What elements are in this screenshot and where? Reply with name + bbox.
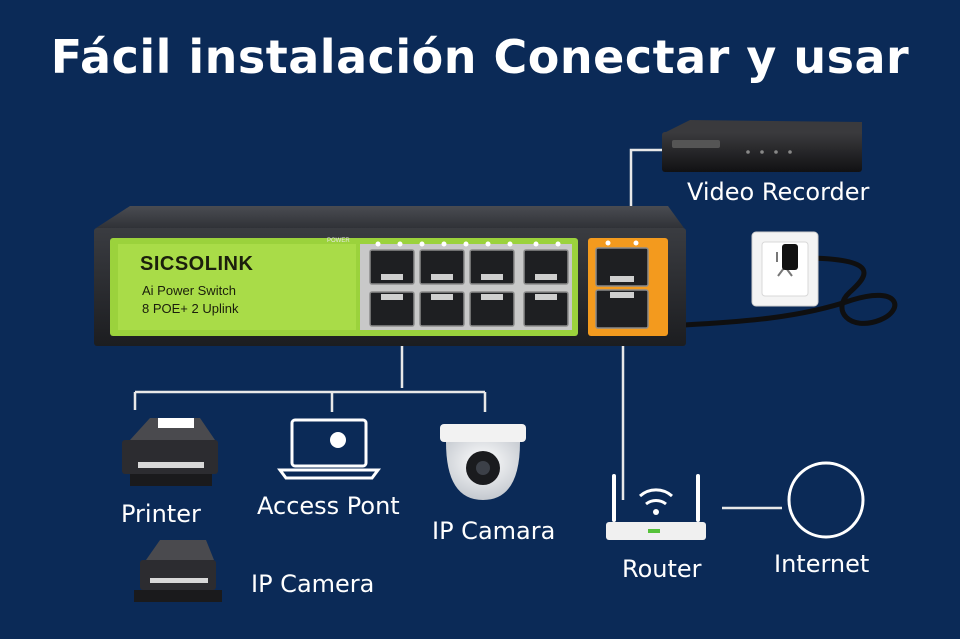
internet-globe-icon [787,461,865,539]
label-printer: Printer [121,500,201,528]
label-ip-camera: IP Camera [251,570,375,598]
switch-power-label: POWER [327,238,350,244]
switch-model-line2: 8 POE+ 2 Uplink [142,301,239,316]
label-router: Router [622,555,702,583]
poe-ports [369,249,569,327]
dome-camera-icon [440,424,526,500]
switch-brand: SICSOLINK [140,253,254,275]
printer-icon-2 [134,540,222,602]
label-internet: Internet [774,550,870,578]
poe-switch [94,206,686,346]
label-video-recorder: Video Recorder [687,178,870,206]
label-ip-camara: IP Camara [432,517,556,545]
power-cable [683,255,898,328]
power-outlet-icon [751,231,819,307]
switch-model-line1: Ai Power Switch [142,283,236,298]
laptop-icon [277,418,381,480]
router-icon [606,474,706,540]
page-title: Fácil instalación Conectar y usar [50,30,910,84]
printer-icon [122,418,218,486]
label-access-point: Access Pont [257,492,400,520]
video-recorder-icon [662,120,862,172]
